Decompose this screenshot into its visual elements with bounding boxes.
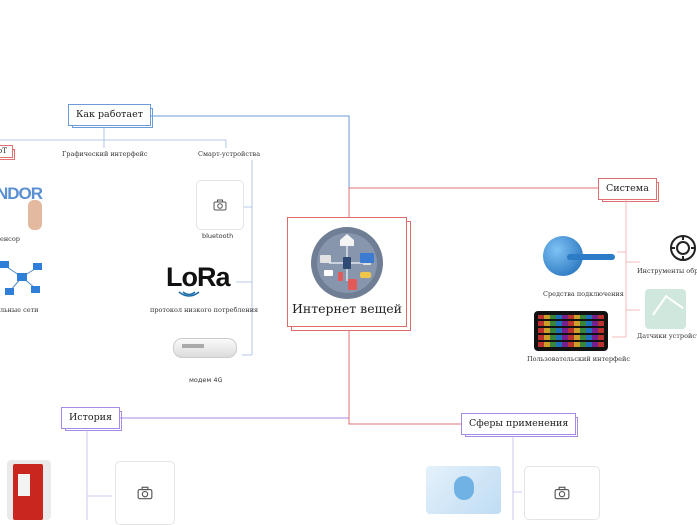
history-vending-image [7,460,51,520]
branch-applications[interactable]: Сферы применения [461,413,579,436]
node-lora[interactable]: протокол низкого потребления [150,306,259,314]
applications-image-placeholder [524,466,600,520]
branch-how-it-works[interactable]: Как работает [68,104,153,127]
camera-icon [213,199,227,211]
branch-history[interactable]: История [61,407,122,430]
node-modem[interactable]: модем 4G [189,376,223,384]
applications-medical-image [426,466,501,514]
branch-system[interactable]: Система [598,178,659,201]
branch-applications-title: Сферы применения [469,418,569,429]
history-image-placeholder [115,461,175,525]
processing-tools-icon [670,235,696,261]
connection-image [537,230,617,285]
modem-image [166,330,242,368]
connector-smart-devices [236,160,253,356]
connector-history-children [86,430,112,520]
iot-globe-icon [311,227,383,299]
central-title: Интернет вещей [292,301,402,316]
node-connection[interactable]: Средства подключения [543,290,624,298]
node-ui[interactable]: Пользовательский интерфейс [527,355,630,363]
lora-logo: LoRa [166,262,230,292]
connector-how-it-works-children [0,127,227,148]
connector-applications-children [512,436,522,520]
node-sensor[interactable]: енсор [0,235,20,243]
branch-history-title: История [69,412,112,423]
central-node[interactable]: Интернет вещей [287,217,407,327]
camera-icon [137,486,153,500]
node-iot-tag[interactable]: oT [0,145,15,160]
bluetooth-image-placeholder [196,180,244,230]
connector-central-how-it-works [140,115,350,217]
ui-image [534,311,608,351]
node-iot-tag-label: oT [0,147,7,155]
node-networks[interactable]: льные сети [0,306,39,314]
lora-wave-icon [178,291,200,297]
sensor-image: NDOR [0,180,44,232]
node-tools[interactable]: Инструменты обраб [637,267,697,275]
connector-system-children [612,198,640,338]
camera-icon [554,486,570,500]
sensors-image [645,289,686,329]
node-gui[interactable]: Графический интерфейс [62,150,148,158]
node-bluetooth[interactable]: bluetooth [202,232,234,240]
sensor-logo-text: NDOR [0,184,43,203]
node-smart-devices[interactable]: Смарт-устройства [198,150,261,158]
branch-how-it-works-title: Как работает [76,109,143,120]
node-sensors[interactable]: Датчики устройств [637,332,697,340]
connector-central-system [348,187,598,217]
branch-system-title: Система [606,183,649,194]
network-icon [0,261,42,295]
connector-central-applications [348,327,461,425]
